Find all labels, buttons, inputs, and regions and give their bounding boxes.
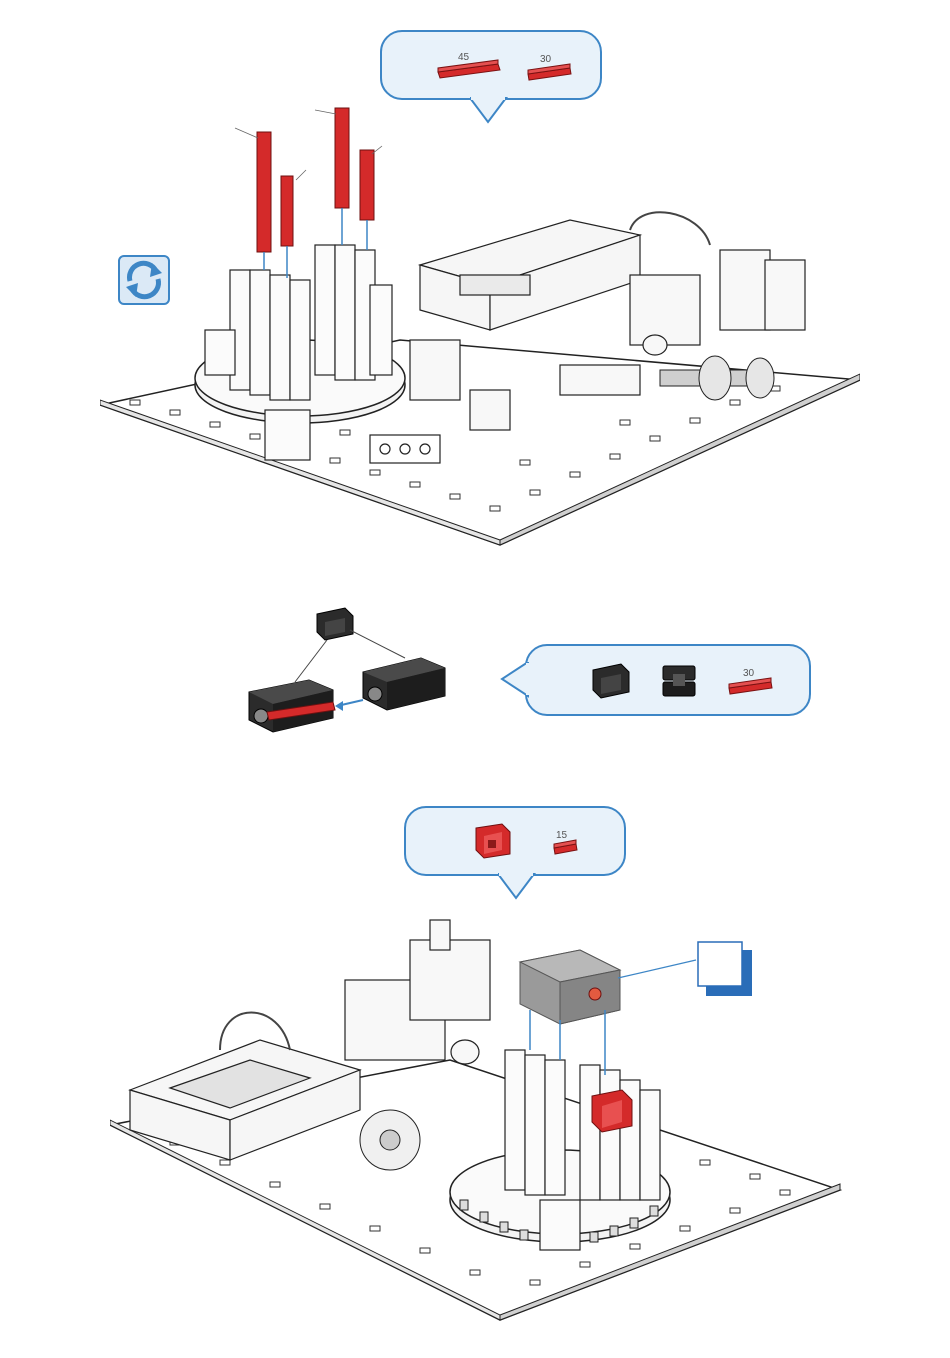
subassembly-illustration-step2 <box>245 600 465 750</box>
red-rod-45-icon: 45 <box>438 52 500 78</box>
red-building-block-icon <box>476 824 510 858</box>
part-label-15: 15 <box>556 830 568 841</box>
model-illustration-step3 <box>110 900 845 1330</box>
red-rod-30-icon: 30 <box>729 668 772 694</box>
part-label-30: 30 <box>540 54 552 65</box>
red-building-block-placed <box>592 1090 632 1132</box>
callout-line <box>618 960 696 978</box>
red-rods-vertical <box>257 108 374 252</box>
black-block-assembly-left <box>249 680 335 732</box>
step3-parts: 15 <box>404 806 626 876</box>
light-barrier-block <box>370 435 440 463</box>
gear-wheel <box>360 1110 420 1170</box>
red-rod-30-icon: 30 <box>528 54 571 80</box>
model-illustration-step1 <box>100 100 860 550</box>
red-rod-15-icon: 15 <box>554 830 577 854</box>
step1-parts: 45 30 <box>380 30 602 100</box>
black-block-assembly-right <box>363 658 445 710</box>
part-label-45: 45 <box>458 52 470 63</box>
motor-assembly <box>345 920 490 1064</box>
controller-module <box>420 220 640 330</box>
step2-parts: 30 <box>525 644 811 716</box>
bubble-tail <box>498 872 538 902</box>
black-building-block-icon <box>317 608 353 640</box>
black-building-block-icon <box>593 664 629 698</box>
part-label-30: 30 <box>743 668 755 679</box>
black-building-block-15-icon <box>663 666 695 696</box>
cable <box>630 212 710 245</box>
